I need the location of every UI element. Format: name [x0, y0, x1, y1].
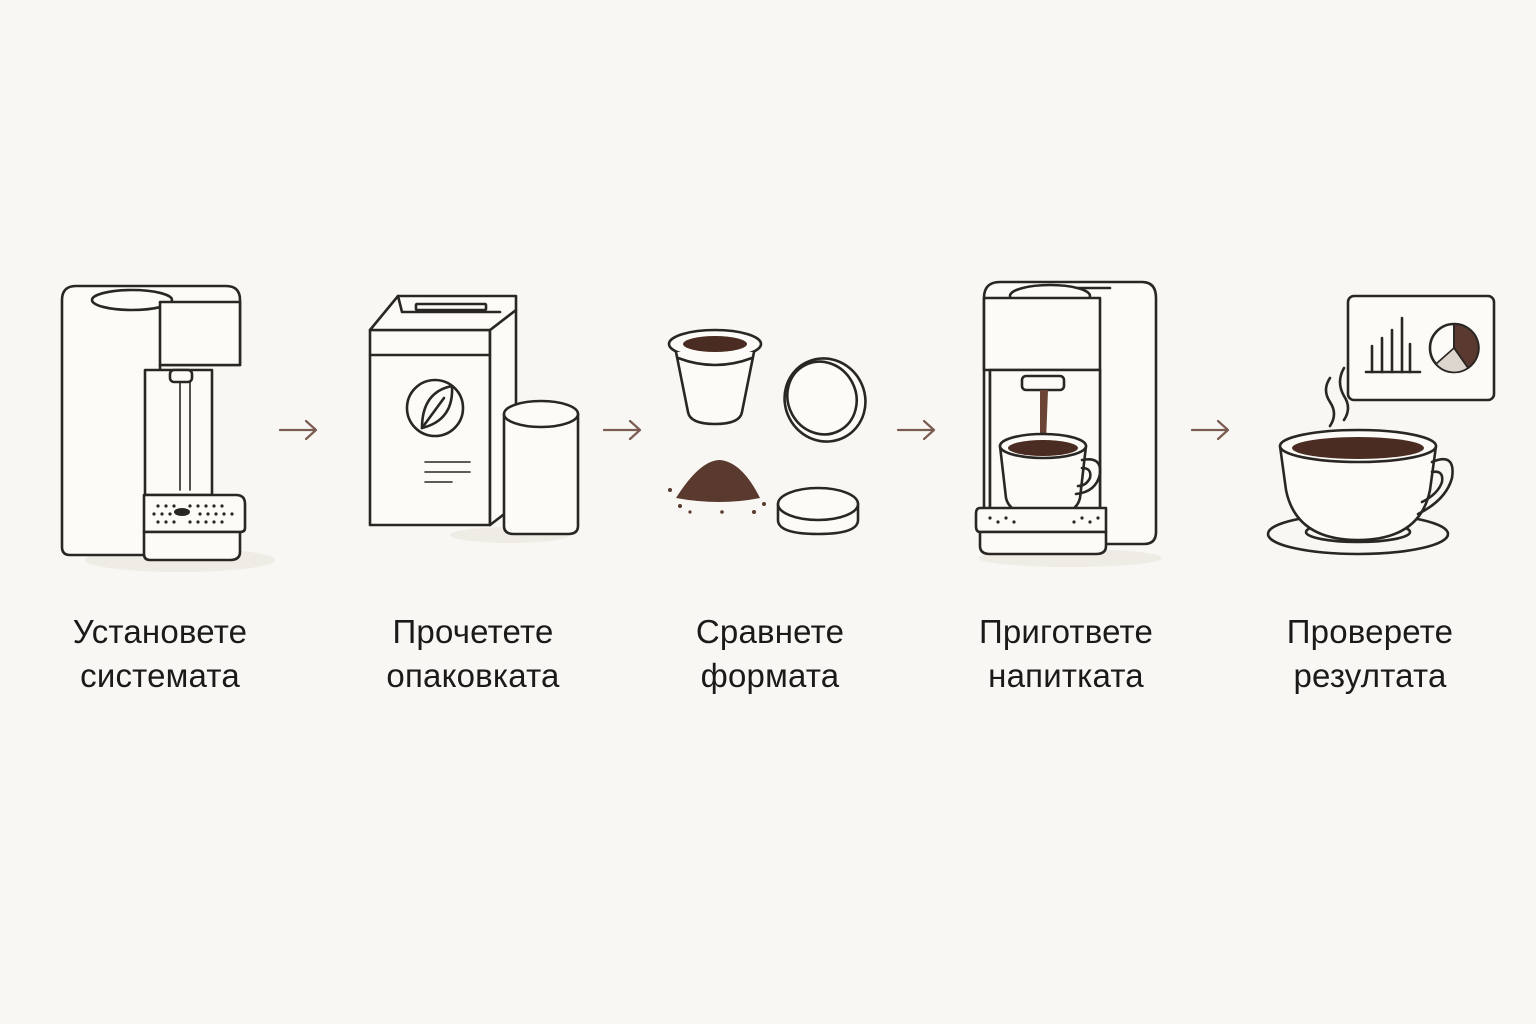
coffee-formats-icon — [667, 328, 867, 536]
arrow-right-icon — [602, 419, 642, 441]
arrow-right-icon — [896, 419, 936, 441]
step-label-1: Установете системата — [72, 613, 248, 694]
coffee-package-icon — [368, 294, 580, 543]
brewing-machine-icon — [974, 280, 1162, 567]
step-label-2: Прочетете опаковката — [386, 613, 560, 694]
step-label-4: Пригответе напитката — [978, 613, 1154, 694]
arrow-right-icon — [1190, 419, 1230, 441]
step-label-5: Проверете резултата — [1286, 613, 1454, 694]
coffee-machine-icon — [60, 284, 275, 572]
step-label-3: Сравнете формата — [695, 613, 845, 694]
coffee-cup-chart-icon — [1266, 294, 1496, 556]
arrow-right-icon — [278, 419, 318, 441]
